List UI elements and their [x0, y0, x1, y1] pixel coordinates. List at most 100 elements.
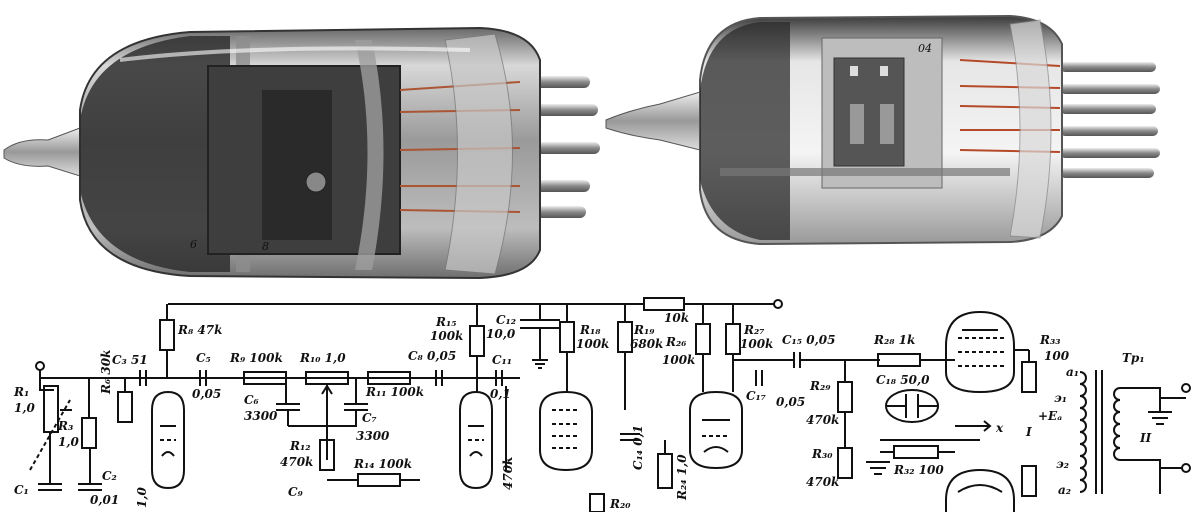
capacitor-c2	[78, 483, 102, 491]
capacitor-c8	[435, 370, 443, 386]
label-c5-value: 0,05	[192, 387, 221, 401]
label-r26-value: 100k	[662, 353, 695, 367]
label-c17-value: 0,05	[776, 395, 805, 409]
resistor-r6	[117, 391, 133, 423]
label-i: I	[1025, 425, 1032, 439]
label-c1: C₁	[14, 483, 29, 497]
label-r6: R₆ 30k	[99, 350, 113, 395]
resistor-r33	[1021, 361, 1037, 393]
label-r19-value: 680k	[630, 337, 663, 351]
resistor-r15	[469, 325, 485, 357]
resistor-r30	[837, 447, 853, 479]
ground-symbol-2	[1148, 411, 1172, 425]
label-c6-value: 3300	[244, 409, 278, 423]
label-r24: R₂₄ 1,0	[675, 454, 689, 501]
resistor-r20	[589, 493, 605, 512]
tube-pins-right	[1060, 62, 1160, 178]
tube-symbol-v1	[151, 390, 185, 490]
label-c18: C₁₈ 50,0	[876, 373, 930, 387]
resistor-r12	[319, 439, 335, 471]
label-c12: C₁₂	[496, 313, 516, 327]
label-r18-value: 100k	[576, 337, 609, 351]
resistor-r11	[367, 371, 411, 385]
label-ea: +Eₐ	[1038, 409, 1062, 423]
capacitor-c1	[38, 483, 62, 491]
label-r33-value: 100	[1044, 349, 1070, 363]
label-c8: C₈ 0,05	[408, 349, 456, 363]
resistor-r29	[837, 381, 853, 413]
resistor-r26	[695, 323, 711, 355]
resistor-r27	[725, 323, 741, 355]
label-ii: II	[1139, 431, 1152, 445]
label-r30: R₃₀	[811, 447, 833, 461]
resistor-r28	[877, 353, 921, 367]
ground-symbol-1	[866, 461, 890, 475]
label-e1: э₁	[1054, 391, 1067, 405]
capacitor-c17	[755, 370, 763, 386]
circuit-schematic	[29, 297, 1191, 512]
label-r29: R₂₉	[809, 379, 831, 393]
label-c11: C₁₁	[492, 353, 512, 367]
label-470k: 470k	[501, 457, 515, 490]
vacuum-tube-photo-left: 6 8	[3, 26, 600, 280]
label-a1: a₁	[1066, 365, 1079, 379]
label-c7-value: 3300	[356, 429, 390, 443]
label-c5: C₅	[196, 351, 211, 365]
label-r27-value: 100k	[740, 337, 773, 351]
label-tp1: Tp₁	[1122, 351, 1145, 365]
tube-tip-right	[605, 91, 701, 151]
label-r32: R₃₂ 100	[893, 463, 944, 477]
glass-marking-04: 04	[918, 42, 932, 55]
vacuum-tube-photo-right: 04	[605, 14, 1160, 246]
tube-symbol-v2	[459, 390, 493, 490]
tube-symbol-v6	[945, 468, 1015, 512]
capacitor-c12	[520, 319, 560, 329]
capacitor-c15	[793, 352, 801, 368]
transformer-secondary	[1113, 387, 1121, 461]
tube-tip-left	[3, 127, 81, 177]
label-1-0: 1,0	[135, 486, 149, 508]
label-c15: C₁₅ 0,05	[782, 333, 835, 347]
label-10k: 10k	[664, 311, 689, 325]
label-c2: C₂	[102, 469, 117, 483]
resistor-10k	[643, 297, 685, 311]
label-c2-value: 0,01	[90, 493, 119, 507]
resistor-r3	[81, 417, 97, 449]
label-r1: R₁	[13, 385, 29, 399]
transformer-core	[1095, 370, 1103, 494]
label-r10: R₁₀ 1,0	[299, 351, 346, 365]
label-e2: э₂	[1056, 457, 1069, 471]
schematic-labels: R₁ 1,0 R₃ 1,0 R₆ 30k C₁ C₂ 0,01 C₃ 51 R₈…	[13, 311, 1152, 511]
tube-symbol-v3	[539, 390, 593, 472]
label-r14: R₁₄ 100k	[353, 457, 412, 471]
label-r9: R₉ 100k	[229, 351, 283, 365]
capacitor-c5	[199, 370, 207, 386]
label-r1-value: 1,0	[14, 401, 36, 415]
label-a2: a₂	[1058, 483, 1071, 497]
resistor-r24	[657, 453, 673, 489]
transformer-primary	[1079, 371, 1087, 493]
label-r3: R₃	[57, 419, 73, 433]
glass-marking-8: 8	[262, 240, 269, 253]
label-r15-value: 100k	[430, 329, 463, 343]
label-r12-value: 470k	[280, 455, 313, 469]
label-r19: R₁₉	[633, 323, 655, 337]
label-c12-value: 10,0	[486, 327, 516, 341]
label-r8: R₈ 47k	[177, 323, 222, 337]
resistor-lower	[1021, 465, 1037, 497]
resistor-r14	[357, 473, 401, 487]
label-c17: C₁₇	[746, 389, 766, 403]
label-c6: C₆	[244, 393, 259, 407]
label-r33: R₃₃	[1039, 333, 1060, 347]
label-r26: R₂₆	[665, 335, 686, 349]
label-r28: R₂₈ 1k	[873, 333, 915, 347]
label-c11-value: 0,1	[490, 387, 511, 401]
label-x: x	[995, 421, 1004, 435]
label-c3: C₃ 51	[112, 353, 148, 367]
label-r27: R₂₇	[743, 323, 764, 337]
resistor-r18	[559, 321, 575, 353]
capacitor-c14	[620, 433, 640, 441]
capacitor-c3	[139, 370, 147, 386]
